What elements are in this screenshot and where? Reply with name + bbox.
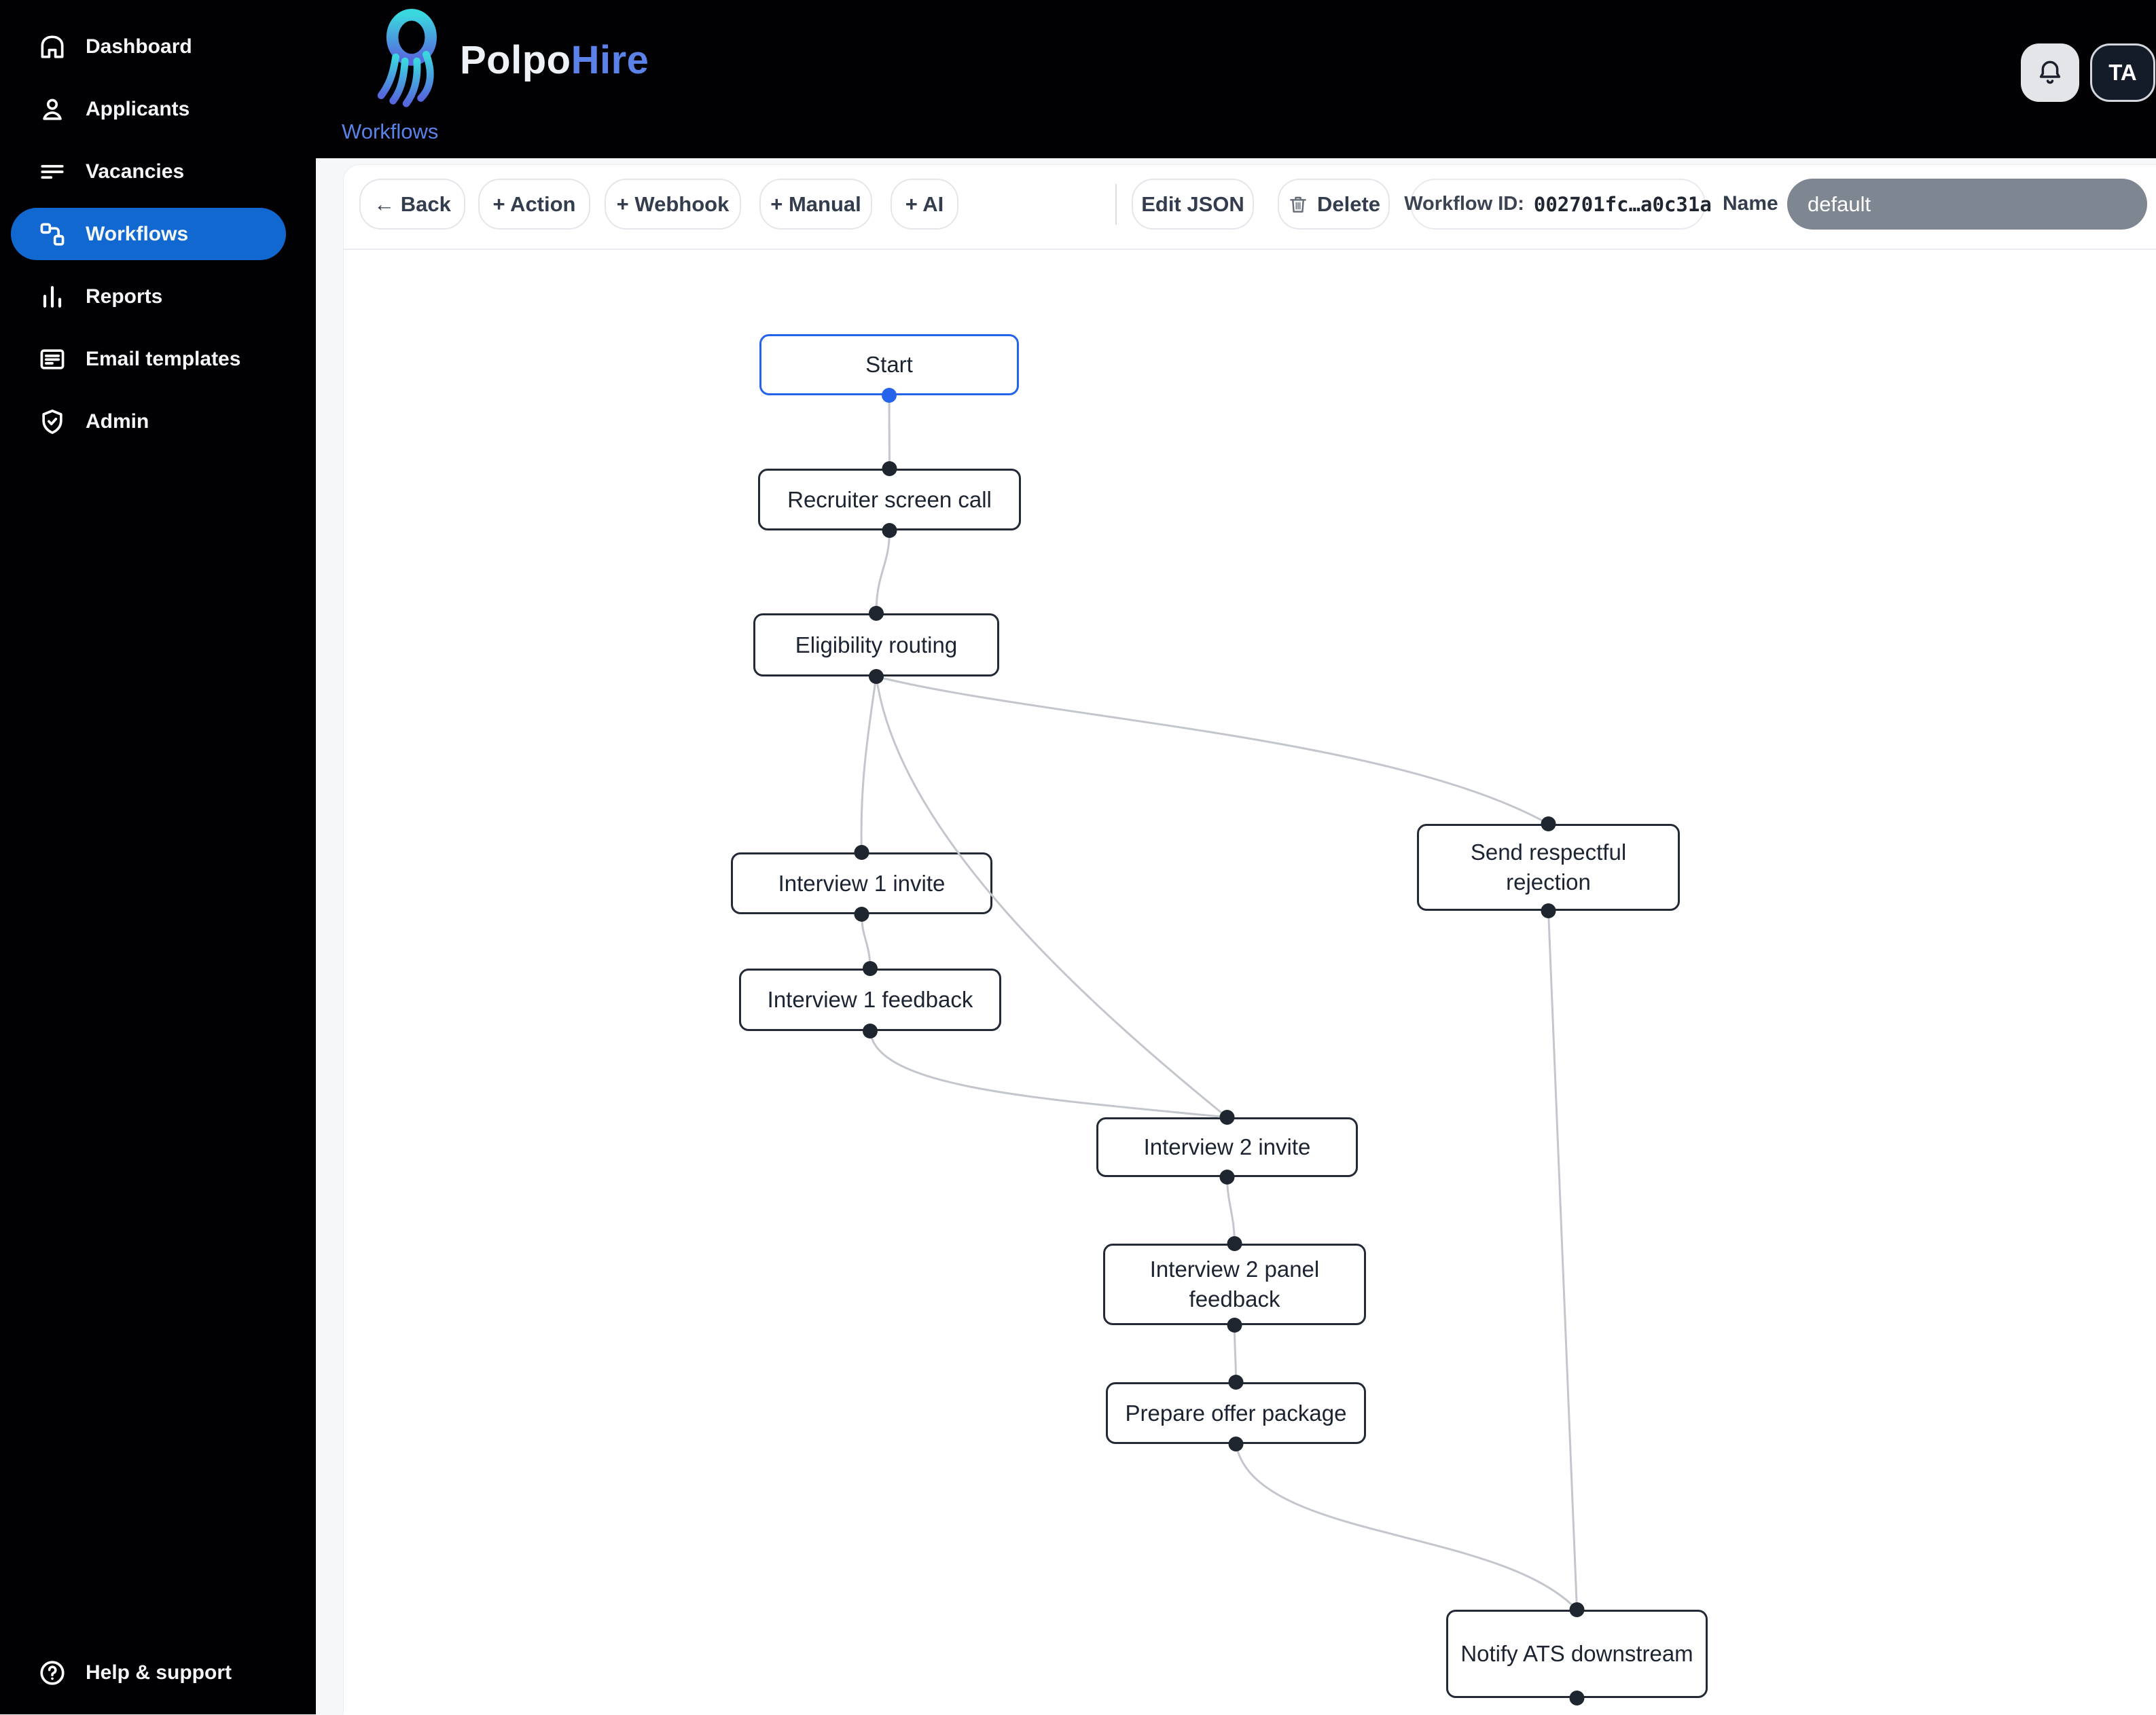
workflow-toolbar: ← Back + Action + Webhook + Manual + AI … xyxy=(344,165,2156,249)
notifications-button[interactable] xyxy=(2021,43,2079,102)
sidebar-item-label: Vacancies xyxy=(86,160,184,183)
edge-start-to-recruiter xyxy=(889,395,890,469)
list-icon xyxy=(37,156,68,187)
node-eligibility-routing[interactable]: Eligibility routing xyxy=(753,613,999,676)
edge-i1feedback-to-i2invite xyxy=(870,1031,1227,1117)
workflow-id-value: 002701fc…a0c31a xyxy=(1534,193,1712,216)
node-start[interactable]: Start xyxy=(759,334,1019,395)
node-interview-1-feedback[interactable]: Interview 1 feedback xyxy=(739,969,1001,1031)
help-circle-icon xyxy=(37,1657,68,1689)
octopus-logo-icon xyxy=(370,8,450,111)
edge-i2invite-to-i2panel xyxy=(1227,1177,1235,1244)
person-icon xyxy=(37,94,68,125)
bell-icon xyxy=(2035,58,2065,88)
node-prepare-offer-package[interactable]: Prepare offer package xyxy=(1106,1382,1366,1444)
workflow-name-input[interactable] xyxy=(1787,179,2147,230)
workflow-id-label: Workflow ID: xyxy=(1404,193,1524,215)
document-icon xyxy=(37,344,68,375)
sidebar-item-label: Applicants xyxy=(86,98,190,121)
shield-check-icon xyxy=(37,406,68,437)
brand-word-primary: Polpo xyxy=(460,38,571,82)
add-ai-button[interactable]: + AI xyxy=(891,179,958,230)
sidebar-nav: Dashboard Applicants Vacancies Workflows xyxy=(0,0,316,1714)
toolbar-divider xyxy=(1115,184,1117,225)
edge-recruiter-to-eligibility xyxy=(876,530,890,613)
node-interview-2-invite[interactable]: Interview 2 invite xyxy=(1096,1117,1358,1177)
node-send-respectful-rejection[interactable]: Send respectful rejection xyxy=(1417,824,1680,911)
brand-logo: PolpoHire xyxy=(370,5,655,114)
edge-i1invite-to-i1feedback xyxy=(862,914,871,969)
home-icon xyxy=(37,31,68,62)
bar-chart-icon xyxy=(37,281,68,312)
sidebar-item-vacancies[interactable]: Vacancies xyxy=(11,145,286,198)
workflow-edges-layer xyxy=(344,250,2156,1715)
sidebar-item-label: Dashboard xyxy=(86,35,192,58)
workflow-canvas[interactable]: Start Recruiter screen call Eligibility … xyxy=(344,250,2156,1715)
sidebar-item-workflows[interactable]: Workflows xyxy=(11,208,286,260)
sidebar-item-admin[interactable]: Admin xyxy=(11,395,286,448)
edge-i2panel-to-offer xyxy=(1235,1325,1236,1382)
add-action-button[interactable]: + Action xyxy=(478,179,590,230)
edge-offer-to-notify xyxy=(1236,1444,1577,1610)
delete-button[interactable]: Delete xyxy=(1278,179,1390,230)
node-notify-ats-downstream[interactable]: Notify ATS downstream xyxy=(1446,1610,1708,1698)
add-manual-button[interactable]: + Manual xyxy=(759,179,872,230)
sidebar-item-reports[interactable]: Reports xyxy=(11,270,286,323)
sidebar-item-email-templates[interactable]: Email templates xyxy=(11,333,286,385)
node-interview-1-invite[interactable]: Interview 1 invite xyxy=(731,852,992,914)
edit-json-button[interactable]: Edit JSON xyxy=(1132,179,1254,230)
user-avatar[interactable]: TA xyxy=(2090,43,2155,102)
breadcrumb-workflows-link[interactable]: Workflows xyxy=(342,120,438,144)
node-interview-2-panel-feedback[interactable]: Interview 2 panel feedback xyxy=(1103,1244,1366,1325)
sidebar-item-applicants[interactable]: Applicants xyxy=(11,83,286,135)
edge-rejection-to-notify xyxy=(1549,911,1577,1610)
add-webhook-button[interactable]: + Webhook xyxy=(605,179,741,230)
workflow-icon xyxy=(37,219,68,250)
sidebar-item-help-support[interactable]: Help & support xyxy=(11,1646,286,1699)
avatar-initials: TA xyxy=(2108,60,2137,86)
workflow-editor-card: ← Back + Action + Webhook + Manual + AI … xyxy=(343,164,2156,1714)
node-recruiter-screen-call[interactable]: Recruiter screen call xyxy=(758,469,1021,530)
sidebar-item-label: Reports xyxy=(86,285,162,308)
delete-button-label: Delete xyxy=(1317,192,1380,217)
app-header: PolpoHire Workflows TA xyxy=(0,0,2156,158)
brand-word-secondary: Hire xyxy=(571,38,649,82)
back-button[interactable]: ← Back xyxy=(359,179,465,230)
sidebar-item-label: Admin xyxy=(86,410,149,433)
sidebar-item-label: Email templates xyxy=(86,348,240,371)
name-label: Name xyxy=(1723,192,1778,215)
edge-eligibility-to-i1invite xyxy=(861,676,876,852)
edge-eligibility-to-rejection xyxy=(876,676,1549,824)
sidebar-item-label: Help & support xyxy=(86,1661,232,1684)
trash-icon xyxy=(1287,193,1309,216)
sidebar-item-label: Workflows xyxy=(86,223,188,246)
brand-wordmark: PolpoHire xyxy=(460,37,649,83)
sidebar-item-dashboard[interactable]: Dashboard xyxy=(11,20,286,73)
workflow-id-badge: Workflow ID: 002701fc…a0c31a xyxy=(1410,179,1706,230)
